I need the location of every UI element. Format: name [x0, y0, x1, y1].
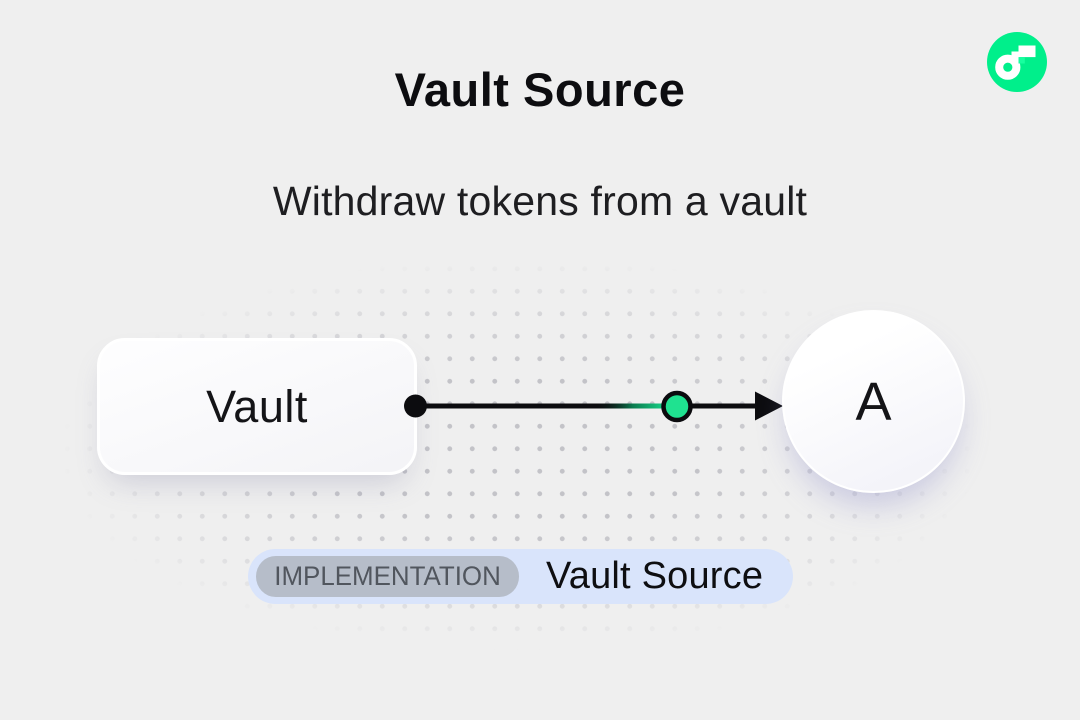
page-subtitle: Withdraw tokens from a vault — [272, 178, 808, 224]
implementation-tag: IMPLEMENTATION — [256, 556, 520, 597]
edge-token-dot-icon — [661, 390, 693, 423]
target-node: A — [782, 310, 965, 493]
target-node-label: A — [855, 371, 892, 432]
flow-logo-icon — [987, 32, 1047, 92]
edge-arrowhead-icon — [755, 391, 783, 421]
vault-node: Vault — [97, 338, 417, 475]
vault-node-label: Vault — [206, 380, 308, 432]
implementation-badge: IMPLEMENTATION Vault Source — [248, 549, 794, 604]
page-title: Vault Source — [394, 63, 686, 116]
implementation-label: Vault Source — [546, 555, 764, 597]
